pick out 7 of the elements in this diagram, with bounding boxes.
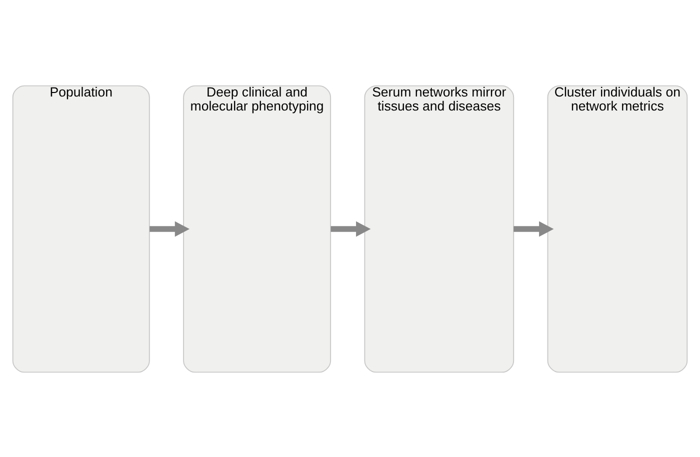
arrow [150,220,190,236]
arrow [514,220,554,236]
node-box: Serum networks mirror tissues and diseases [364,84,514,372]
node-box: Deep clinical and molecular phenotyping [183,84,332,372]
node-box: Population [12,84,150,372]
node-box: Cluster individuals on network metrics [547,84,688,372]
arrow [330,220,371,236]
